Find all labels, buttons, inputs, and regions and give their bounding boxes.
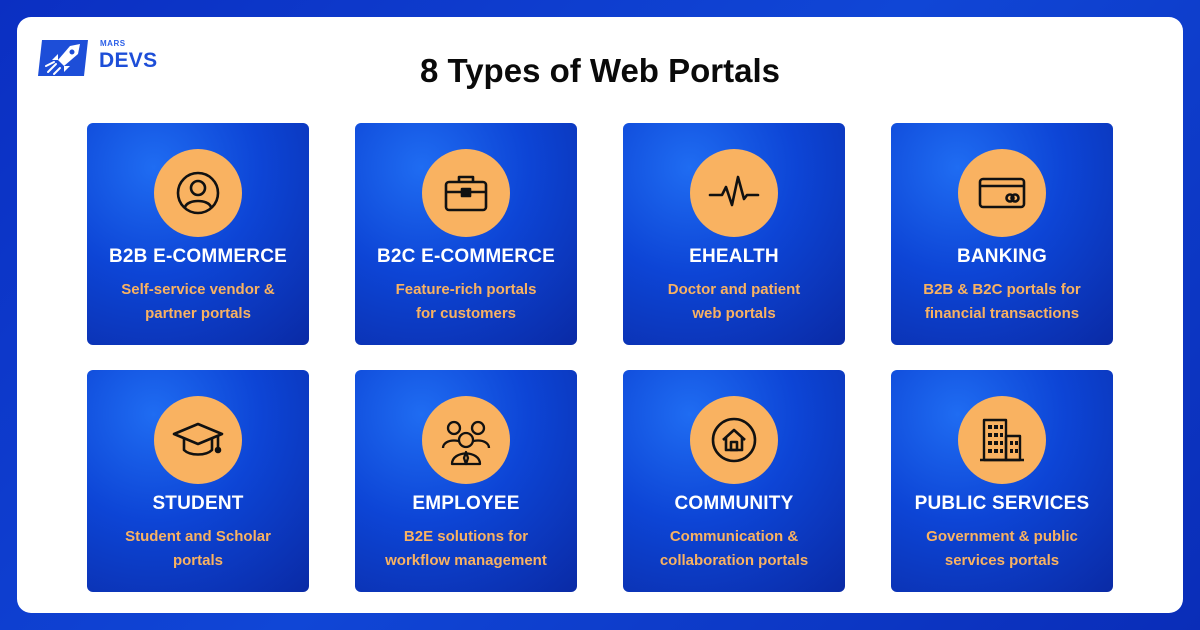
card-title: BANKING (956, 246, 1048, 267)
credit-card-icon (978, 177, 1026, 209)
card-community: COMMUNITY Communication &collaboration p… (623, 370, 845, 592)
card-title: EHEALTH (689, 246, 779, 267)
brand-big: DEVS (99, 49, 158, 72)
card-description: Communication &collaboration portals (659, 528, 809, 569)
briefcase-icon (444, 175, 488, 212)
card-title: B2B E-COMMERCE (108, 246, 288, 267)
card-title: STUDENT (152, 493, 244, 514)
logo[interactable]: MARS DEVS (36, 36, 176, 80)
brand-small: MARS (100, 39, 126, 48)
card-b2b-ecommerce: B2B E-COMMERCE Self-service vendor &part… (87, 123, 309, 345)
home-icon (711, 417, 757, 463)
card-title: PUBLIC SERVICES (914, 493, 1090, 514)
page-title: 8 Types of Web Portals (419, 52, 781, 89)
card-title: COMMUNITY (674, 493, 794, 514)
graduation-cap-icon (172, 422, 224, 456)
heartbeat-icon (708, 175, 760, 207)
rocket-icon (38, 40, 88, 76)
buildings-icon (980, 418, 1024, 462)
card-description: Self-service vendor &partner portals (121, 281, 275, 322)
card-title: B2C E-COMMERCE (376, 246, 556, 267)
team-icon (441, 420, 491, 466)
card-title: EMPLOYEE (412, 493, 520, 514)
user-icon (176, 171, 220, 215)
